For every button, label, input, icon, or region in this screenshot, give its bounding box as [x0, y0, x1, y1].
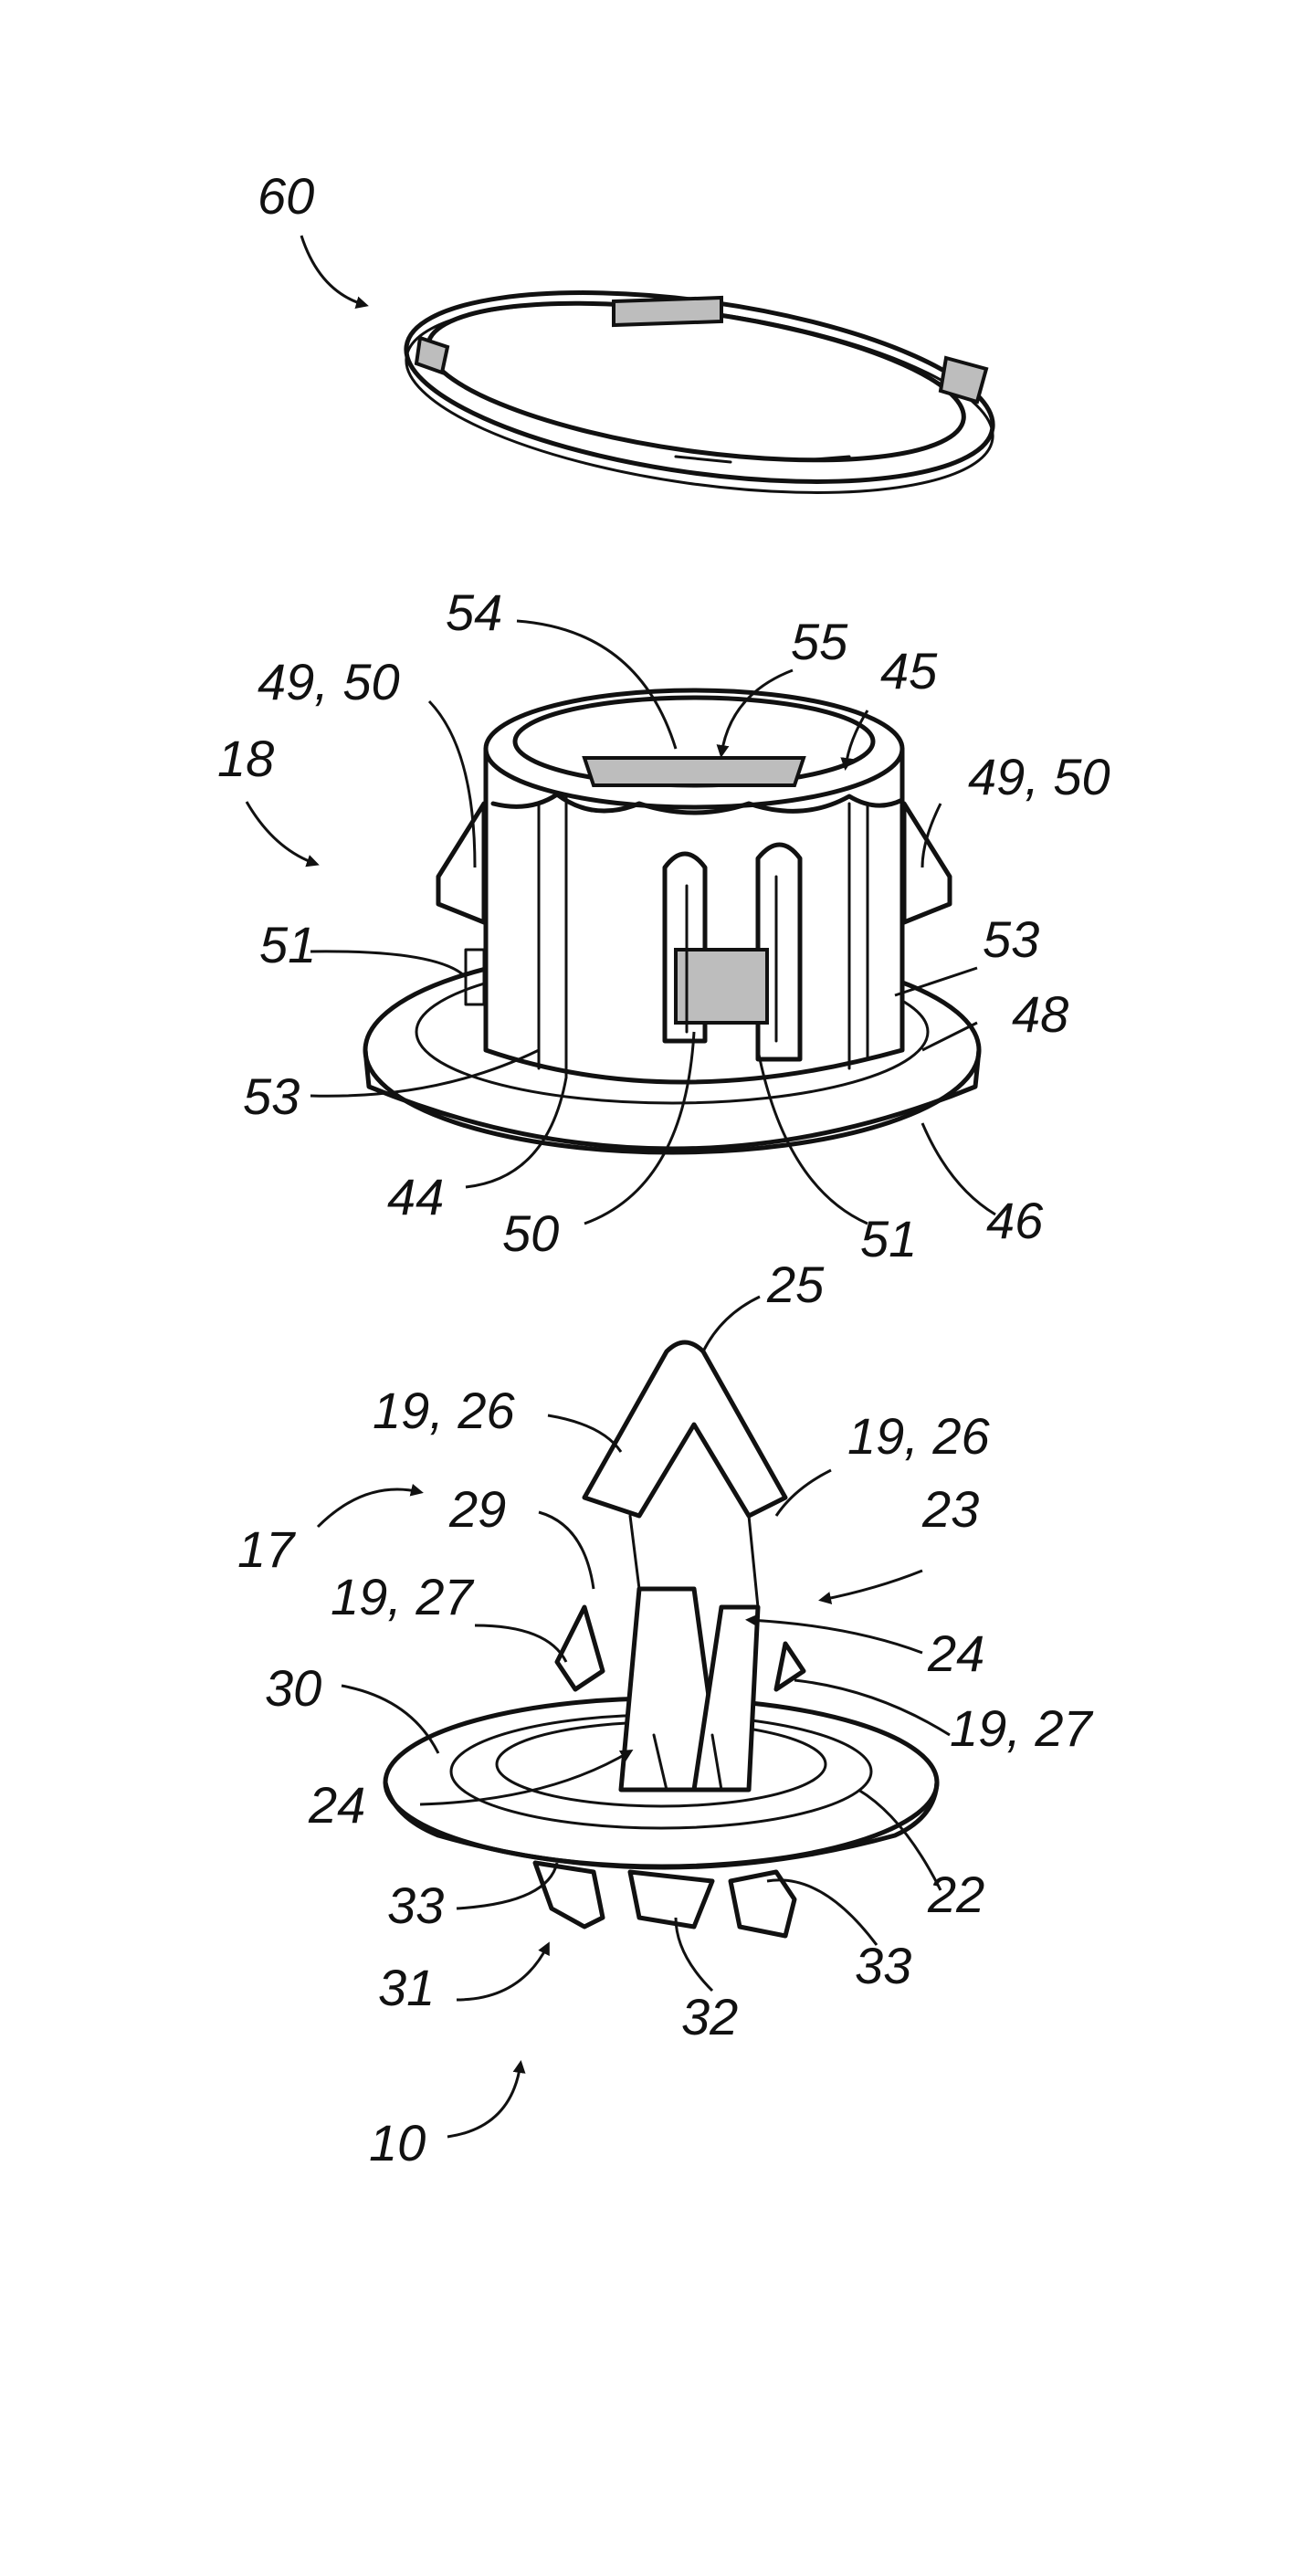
label-32: 32 [681, 1988, 738, 2045]
label-49-50-right: 49, 50 [968, 748, 1110, 805]
label-10: 10 [369, 2114, 426, 2171]
label-25: 25 [766, 1256, 825, 1313]
label-53-left: 53 [243, 1067, 300, 1125]
label-19-27-left: 19, 27 [331, 1568, 475, 1625]
label-22: 22 [927, 1866, 984, 1923]
label-19-26-right: 19, 26 [847, 1407, 991, 1465]
label-51-bottom: 51 [860, 1210, 917, 1267]
ring-part-60 [394, 261, 1005, 524]
label-30: 30 [265, 1659, 321, 1717]
label-31: 31 [378, 1959, 435, 2016]
label-55: 55 [791, 613, 848, 670]
label-53-right: 53 [983, 910, 1039, 968]
label-29: 29 [448, 1480, 506, 1538]
label-45: 45 [880, 642, 938, 699]
label-49-50-left: 49, 50 [258, 653, 400, 710]
label-24-right: 24 [927, 1624, 984, 1682]
label-44: 44 [387, 1168, 444, 1225]
label-50-bottom: 50 [502, 1204, 559, 1262]
label-19-27-right: 19, 27 [950, 1699, 1094, 1757]
label-33-right: 33 [855, 1937, 911, 1994]
label-18: 18 [217, 730, 274, 787]
label-33-left: 33 [387, 1877, 444, 1934]
label-17: 17 [237, 1520, 296, 1578]
label-60: 60 [258, 167, 314, 225]
housing-part-18 [365, 690, 979, 1152]
label-24-left: 24 [308, 1776, 365, 1834]
label-48: 48 [1012, 985, 1068, 1043]
label-23: 23 [921, 1480, 979, 1538]
label-46: 46 [986, 1192, 1044, 1249]
label-51-left: 51 [259, 916, 316, 973]
label-54: 54 [446, 584, 502, 641]
label-19-26-left: 19, 26 [373, 1382, 516, 1439]
